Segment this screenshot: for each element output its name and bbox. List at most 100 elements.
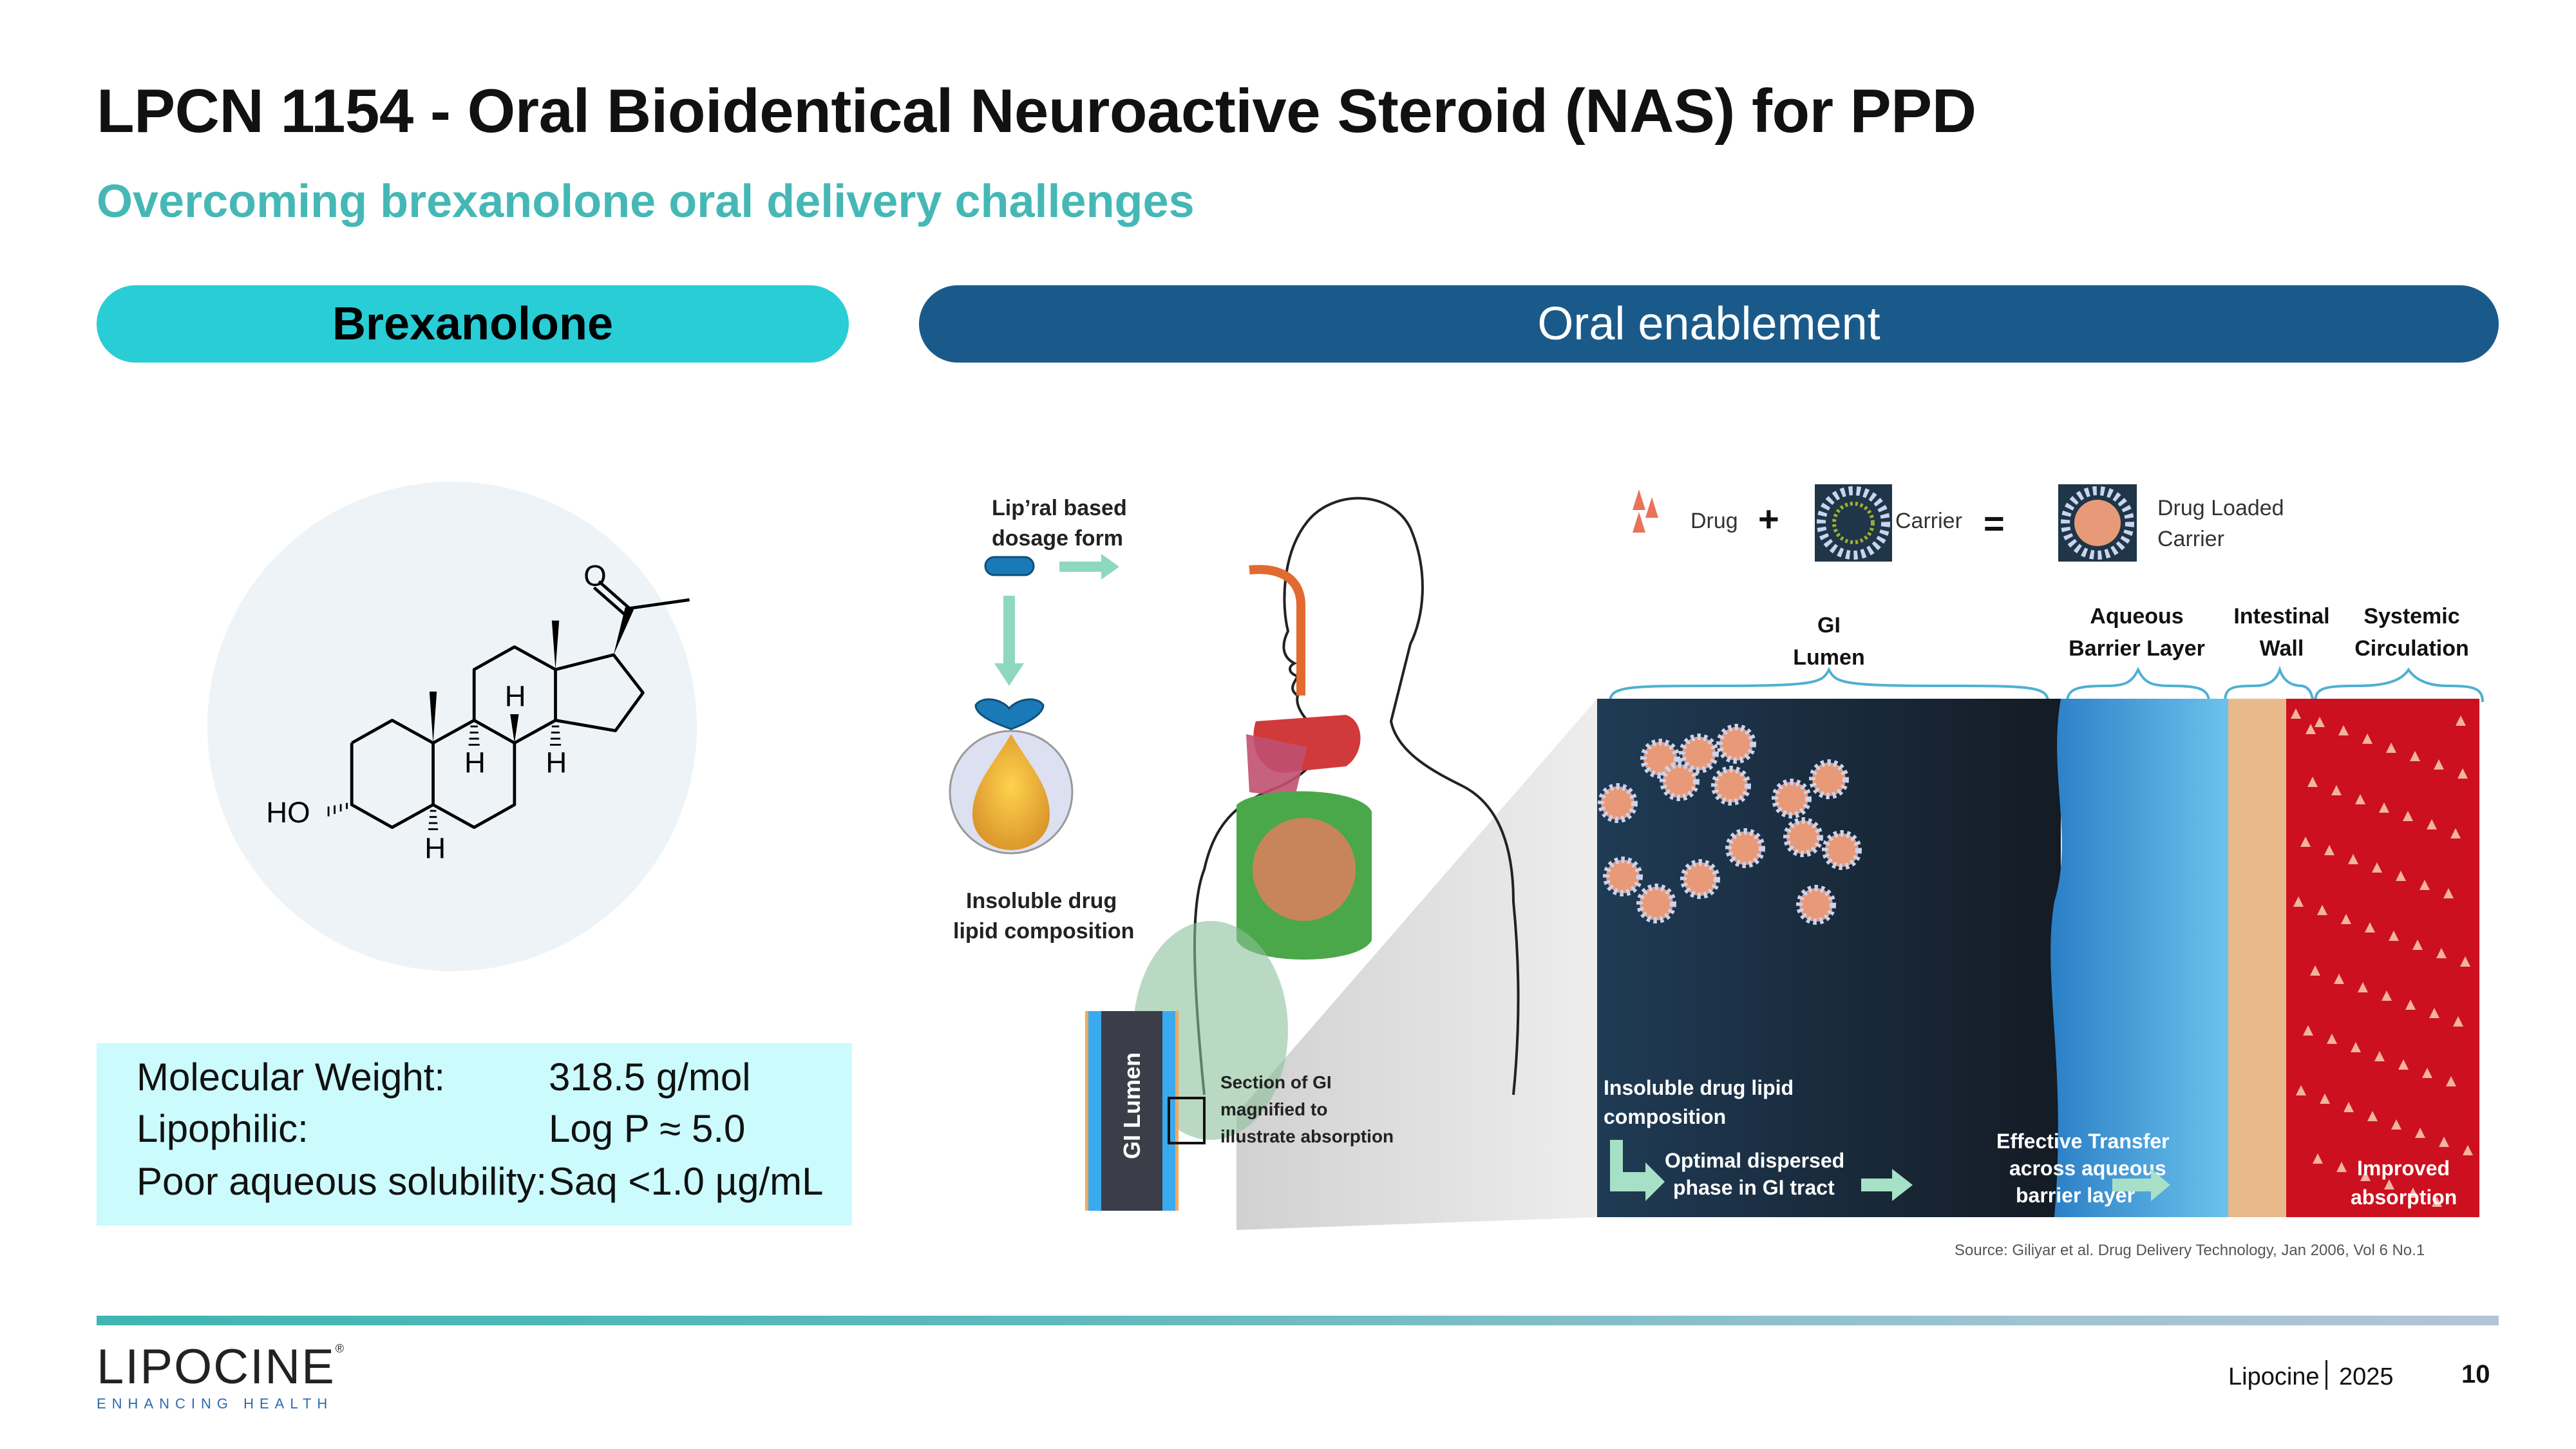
drug-particle bbox=[2460, 956, 2470, 967]
liver-icon bbox=[1246, 734, 1307, 799]
step-insoluble-label-2: composition bbox=[1604, 1105, 1726, 1128]
logo-tagline: ENHANCING HEALTH bbox=[97, 1396, 334, 1412]
drug-particle bbox=[2374, 1051, 2385, 1061]
legend-loaded-label-2: Carrier bbox=[2157, 527, 2224, 551]
esophagus-icon bbox=[1249, 565, 1305, 696]
drug-loaded-carrier bbox=[1725, 828, 1765, 868]
step-optimal-label-2: phase in GI tract bbox=[1673, 1176, 1835, 1199]
footer-separator bbox=[2325, 1360, 2327, 1390]
drug-particle bbox=[2315, 717, 2325, 727]
drug-particle bbox=[2429, 1008, 2439, 1018]
property-label: Lipophilic: bbox=[137, 1107, 308, 1150]
drug-loaded-carrier bbox=[1711, 766, 1751, 806]
property-value: Saq <1.0 µg/mL bbox=[549, 1160, 824, 1203]
drug-particle bbox=[2379, 802, 2389, 813]
region-gi-lumen-label-1: GI bbox=[1817, 613, 1841, 638]
drug-particle bbox=[2331, 785, 2342, 795]
absorbed-drug-particles bbox=[2291, 708, 2473, 1207]
drug-particle bbox=[2398, 1059, 2409, 1070]
oral-enablement-section-header: Oral enablement bbox=[919, 285, 2499, 363]
oral-absorption-diagram: Lip’ral based dosage form Insoluble drug… bbox=[949, 484, 2484, 1230]
drug-loaded-carrier bbox=[1772, 779, 1812, 819]
ring-c bbox=[472, 645, 557, 744]
ring-a bbox=[350, 719, 435, 829]
region-gi-lumen-label-2: Lumen bbox=[1793, 645, 1864, 670]
drug-particle bbox=[2367, 1111, 2378, 1121]
drug-particle bbox=[2391, 1119, 2401, 1130]
drug-particle bbox=[2320, 1094, 2330, 1104]
drug-loaded-carrier bbox=[1636, 884, 1676, 923]
drug-particle bbox=[2436, 948, 2447, 958]
brexanolone-section-label: Brexanolone bbox=[332, 298, 614, 350]
hash-bonds bbox=[327, 725, 562, 831]
drug-particle bbox=[2396, 871, 2406, 881]
drug-particle bbox=[2412, 940, 2423, 950]
brexanolone-structure: O HO H H H H bbox=[266, 560, 690, 864]
drug-particle bbox=[2422, 1068, 2432, 1078]
drug-loaded-carrier bbox=[1822, 830, 1862, 870]
footer-year: 2025 bbox=[2339, 1363, 2394, 1390]
carrier-icon bbox=[1815, 484, 1892, 562]
section-highlight-box bbox=[1168, 1097, 1206, 1144]
dosage-form-label-2: dosage form bbox=[992, 526, 1123, 551]
ring-b bbox=[432, 719, 516, 829]
opened-capsule-icon bbox=[974, 698, 1045, 730]
composition-label-1: Insoluble drug bbox=[966, 889, 1117, 913]
drug-loaded-carrier bbox=[1716, 724, 1756, 764]
capsule-icon bbox=[984, 556, 1035, 576]
composition-label-2: lipid composition bbox=[953, 919, 1134, 943]
drug-particle bbox=[2313, 1153, 2323, 1164]
atom-hydrogen-14: H bbox=[545, 746, 567, 779]
legend-plus-sign: + bbox=[1758, 498, 1779, 539]
aqueous-barrier-region bbox=[2050, 699, 2228, 1217]
drug-particle bbox=[2384, 1179, 2394, 1189]
step-transfer-label-2: across aqueous bbox=[2009, 1157, 2166, 1180]
drug-particle bbox=[2439, 1137, 2449, 1147]
drug-particle bbox=[2405, 999, 2416, 1010]
dosage-form-label-1: Lip’ral based bbox=[992, 496, 1127, 520]
slide-subtitle: Overcoming brexanolone oral delivery cha… bbox=[97, 176, 1195, 227]
drug-loaded-carriers bbox=[1598, 724, 1862, 925]
drug-particle bbox=[2341, 914, 2351, 924]
region-aqueous-label-1: Aqueous bbox=[2090, 604, 2183, 629]
drug-particle bbox=[2303, 1025, 2313, 1036]
property-label: Poor aqueous solubility: bbox=[137, 1160, 547, 1203]
step-transfer-label-1: Effective Transfer bbox=[1996, 1130, 2170, 1153]
wedge-bonds bbox=[429, 607, 634, 743]
ring-d bbox=[554, 653, 645, 733]
region-aqueous-label-2: Barrier Layer bbox=[2069, 636, 2205, 661]
drug-loaded-carrier bbox=[1679, 734, 1719, 773]
atom-hydrogen-9: H bbox=[464, 746, 486, 779]
legend: Drug + Carrier = Drug Loaded Carrier bbox=[1633, 484, 2284, 562]
drug-loaded-carrier bbox=[1660, 761, 1700, 801]
drug-loaded-carrier bbox=[1809, 759, 1849, 799]
step-improved-label-2: absorption bbox=[2351, 1186, 2457, 1209]
drug-loaded-carrier bbox=[1783, 817, 1823, 857]
flow-arrows bbox=[994, 554, 1119, 686]
drug-particle bbox=[2420, 880, 2430, 890]
section-label-1: Section of GI bbox=[1220, 1072, 1332, 1092]
lipid-droplet-icon bbox=[972, 734, 1050, 850]
section-label-2: magnified to bbox=[1220, 1099, 1327, 1119]
region-systemic-label-1: Systemic bbox=[2363, 604, 2459, 629]
gi-lumen-tube-label: GI Lumen bbox=[1119, 1052, 1145, 1159]
drug-particle bbox=[2463, 1145, 2473, 1155]
drug-particle bbox=[2410, 751, 2420, 761]
property-label: Molecular Weight: bbox=[137, 1056, 446, 1099]
drug-icon bbox=[1633, 489, 1658, 533]
lipocine-logo: LIPOCINE® ENHANCING HEALTH bbox=[97, 1343, 345, 1412]
legend-drug-label: Drug bbox=[1690, 509, 1738, 533]
drug-particle bbox=[2338, 725, 2349, 735]
intestinal-wall-region bbox=[2228, 699, 2286, 1217]
drug-particle bbox=[2386, 743, 2396, 753]
oral-enablement-section-label: Oral enablement bbox=[1537, 298, 1880, 350]
drug-particle bbox=[2355, 794, 2365, 804]
properties-box: Molecular Weight: 318.5 g/mol Lipophilic… bbox=[97, 1043, 852, 1226]
section-label-3: illustrate absorption bbox=[1220, 1126, 1394, 1146]
drug-particle bbox=[2291, 708, 2301, 719]
drug-particle bbox=[2458, 768, 2468, 779]
region-systemic-label-2: Circulation bbox=[2354, 636, 2469, 661]
legend-equals-sign: = bbox=[1984, 503, 2005, 544]
gi-lumen-tube: GI Lumen bbox=[1085, 1011, 1206, 1211]
brexanolone-section-header: Brexanolone bbox=[97, 285, 849, 363]
